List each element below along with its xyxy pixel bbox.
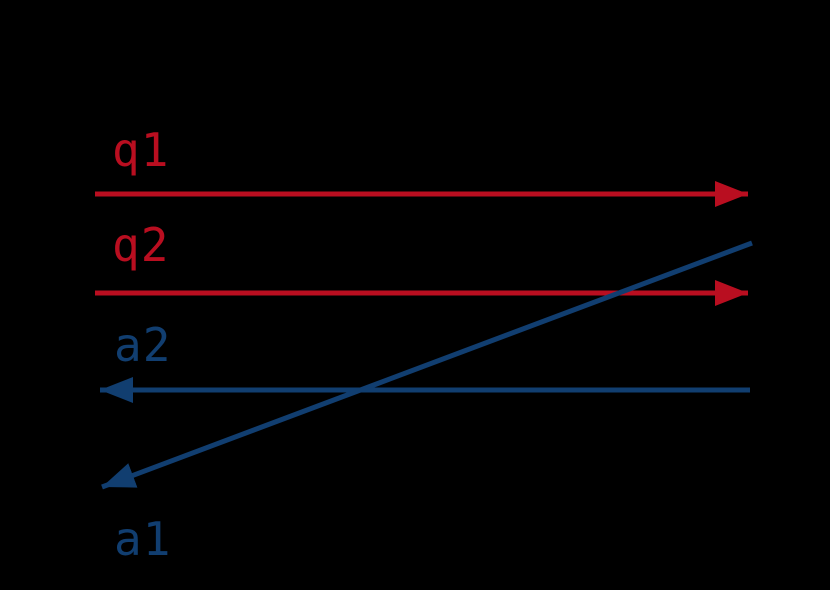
label-a2: a2 — [114, 318, 172, 372]
label-q2: q2 — [112, 218, 170, 272]
arrow-line-a1 — [101, 240, 753, 490]
label-a1: a1 — [114, 512, 172, 566]
label-q1: q1 — [112, 123, 170, 177]
